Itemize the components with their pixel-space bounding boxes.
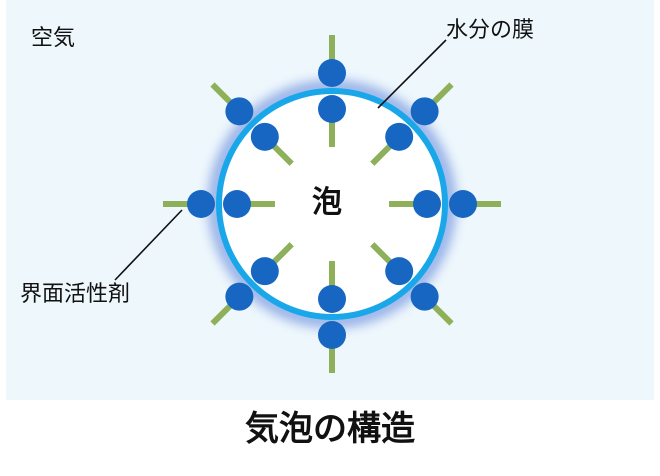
surfactant-head: [250, 257, 279, 286]
surfactant-leader-line: [114, 209, 183, 281]
surfactant-head: [410, 282, 439, 311]
membrane-label: 水分の膜: [446, 18, 535, 43]
surfactant-head: [318, 95, 346, 123]
air-label: 空気: [31, 26, 76, 51]
surfactant-label: 界面活性剤: [20, 282, 131, 307]
water-membrane: [216, 88, 448, 320]
surfactant-head: [449, 190, 477, 218]
surfactant-head: [250, 122, 279, 151]
surfactant-head: [385, 122, 414, 151]
surfactant-head: [318, 59, 346, 87]
surfactant-head: [225, 97, 254, 126]
surfactant-head: [223, 190, 251, 218]
surfactant-head: [187, 190, 215, 218]
bubble-label: 泡: [312, 185, 342, 220]
membrane-leader-line: [377, 39, 447, 109]
surfactant-molecules: [163, 35, 501, 373]
surfactant-head: [318, 285, 346, 313]
surfactant-head: [318, 321, 346, 349]
surfactant-head: [385, 257, 414, 286]
surfactant-head: [225, 282, 254, 311]
diagram-caption: 気泡の構造: [245, 409, 415, 449]
surfactant-head: [410, 97, 439, 126]
surfactant-head: [413, 190, 441, 218]
